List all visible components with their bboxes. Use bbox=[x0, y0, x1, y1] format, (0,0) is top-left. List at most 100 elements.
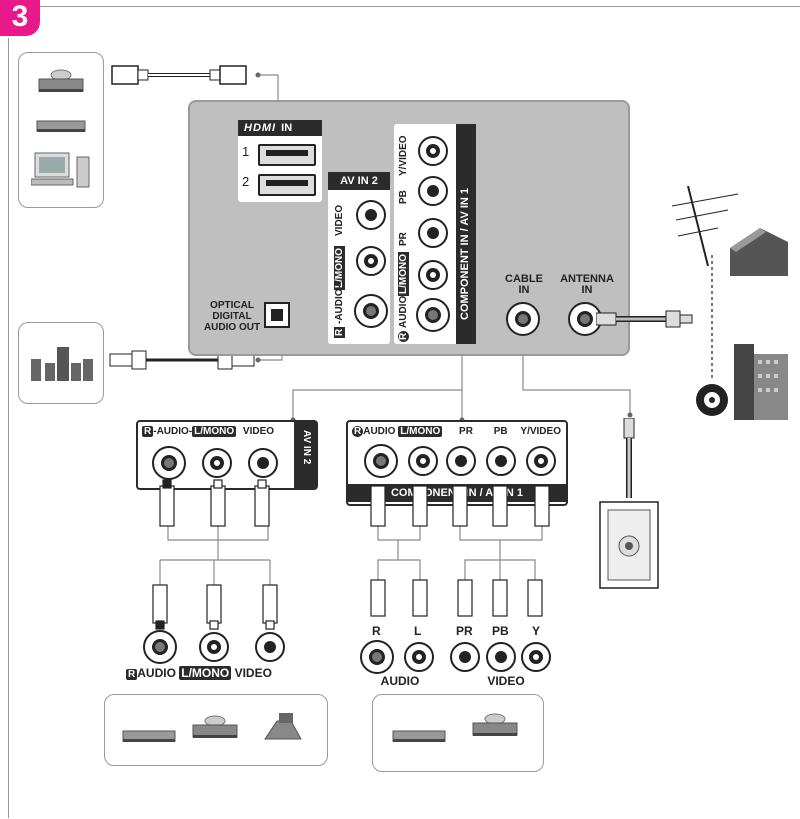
comp-device-l-jack[interactable] bbox=[404, 642, 434, 672]
camcorder-icon bbox=[264, 713, 302, 740]
comp-device-pr: PR bbox=[456, 624, 473, 638]
comp-device-top-labels: R L PR PB Y bbox=[362, 624, 562, 640]
av2-video-tag: VIDEO bbox=[242, 426, 275, 437]
comp-device-pb-jack[interactable] bbox=[486, 642, 516, 672]
av2-device-video-jack[interactable] bbox=[255, 632, 285, 662]
comp-device-audio-group: AUDIO bbox=[380, 674, 420, 688]
av2-breakout-header: R-AUDIO-L/MONO VIDEO bbox=[142, 426, 292, 437]
comp-yvideo-tag: Y/VIDEO bbox=[520, 426, 561, 437]
comp-device-r: R bbox=[372, 624, 381, 638]
vcr-icon bbox=[122, 730, 176, 742]
comp-pb-tag: PB bbox=[493, 426, 508, 437]
av2-audio-tag: -AUDIO- bbox=[153, 426, 193, 437]
av2-video-jack[interactable] bbox=[356, 200, 386, 230]
av2-breakout-panel: R-AUDIO-L/MONO VIDEO AV IN 2 bbox=[136, 420, 318, 490]
comp-r-tag: R bbox=[352, 426, 364, 437]
comp-lmono-tag: L/MONO bbox=[398, 426, 443, 437]
av2-audio-r-jack[interactable] bbox=[354, 294, 388, 328]
antenna-house-icon bbox=[671, 186, 788, 276]
hdmi-cable-icon bbox=[111, 65, 247, 85]
av2-device-lmono-tag: L/MONO bbox=[179, 666, 232, 680]
wall-outlet-icon bbox=[599, 418, 659, 589]
optical-port[interactable] bbox=[264, 302, 290, 328]
optical-label: OPTICAL DIGITAL AUDIO OUT bbox=[194, 300, 270, 333]
hdmi-source-devices bbox=[18, 52, 104, 208]
building-icon bbox=[696, 344, 788, 420]
av2-device-l-jack[interactable] bbox=[199, 632, 229, 662]
optical-label-3: AUDIO OUT bbox=[203, 322, 261, 333]
comp-breakout-pr-jack[interactable] bbox=[446, 446, 476, 476]
component-title-bar bbox=[456, 124, 476, 344]
av2-device-video: VIDEO bbox=[234, 666, 272, 680]
av2-lmono-tag: L/MONO bbox=[192, 426, 237, 437]
av-in-2-title: AV IN 2 bbox=[328, 172, 390, 190]
component-audio-l-jack[interactable] bbox=[418, 260, 448, 290]
antenna-in-label-1: ANTENNA bbox=[560, 273, 614, 285]
cable-in-label-1: CABLE bbox=[505, 273, 543, 285]
antenna-cable-icon bbox=[596, 310, 693, 328]
antenna-in-jack[interactable] bbox=[568, 302, 602, 336]
step-marker: 3 bbox=[0, 0, 40, 36]
comp-pr-tag: PR bbox=[459, 426, 473, 437]
component-pr-jack[interactable] bbox=[418, 218, 448, 248]
component-block: COMPONENT IN / AV IN 1 Y/VIDEO PB PR L/M… bbox=[394, 124, 476, 344]
av2-breakout-l-jack[interactable] bbox=[202, 448, 232, 478]
component-pb-jack[interactable] bbox=[418, 176, 448, 206]
antenna-in-label: ANTENNA IN bbox=[558, 274, 616, 296]
top-rule bbox=[40, 6, 800, 7]
comp-device-r-jack[interactable] bbox=[360, 640, 394, 674]
comp-device-y: Y bbox=[532, 624, 541, 638]
hdmi-logo: HDMI bbox=[244, 122, 277, 134]
comp-device-pr-jack[interactable] bbox=[450, 642, 480, 672]
audio-system-device bbox=[18, 322, 104, 404]
comp-device-l: L bbox=[414, 624, 422, 638]
hdmi-header: HDMI IN bbox=[238, 120, 322, 136]
component-audio-r-jack[interactable] bbox=[416, 298, 450, 332]
av2-breakout-r-jack[interactable] bbox=[152, 446, 186, 480]
cable-in-label: CABLE IN bbox=[498, 274, 550, 296]
hdmi-port-1[interactable] bbox=[258, 144, 316, 166]
av2-device-audio: AUDIO bbox=[137, 666, 176, 680]
av2-device-r-tag: R bbox=[126, 669, 138, 680]
tv-back-panel: HDMI IN 1 2 OPTICAL DIGITAL AUDIO OUT AV… bbox=[188, 100, 630, 356]
dvd-player-icon bbox=[38, 69, 84, 92]
comp-breakout-pb-jack[interactable] bbox=[486, 446, 516, 476]
av2-breakout-video-jack[interactable] bbox=[248, 448, 278, 478]
optical-label-1: OPTICAL bbox=[210, 300, 254, 311]
hdmi-port-2[interactable] bbox=[258, 174, 316, 196]
comp-breakout-l-jack[interactable] bbox=[408, 446, 438, 476]
hdmi-block: HDMI IN 1 2 bbox=[238, 120, 322, 202]
av-in-2-block: AV IN 2 VIDEO L/MONO -AUDIO- R bbox=[328, 172, 390, 344]
av2-source-devices bbox=[104, 694, 328, 766]
hdmi-port-1-label: 1 bbox=[242, 144, 250, 159]
dvd-player-icon bbox=[472, 713, 518, 736]
pc-icon bbox=[31, 152, 90, 188]
hdmi-in-label: IN bbox=[281, 122, 293, 134]
component-source-devices bbox=[372, 694, 544, 772]
cable-in-label-2: IN bbox=[518, 284, 530, 296]
comp-device-y-jack[interactable] bbox=[521, 642, 551, 672]
comp-breakout-r-jack[interactable] bbox=[364, 444, 398, 478]
comp-breakout-y-jack[interactable] bbox=[526, 446, 556, 476]
sidebar-rule bbox=[8, 38, 9, 818]
hdmi-port-2-label: 2 bbox=[242, 174, 250, 189]
vcr-icon bbox=[392, 730, 446, 742]
av2-side-bar bbox=[294, 422, 316, 488]
set-top-box-icon bbox=[36, 120, 86, 132]
cable-in-jack[interactable] bbox=[506, 302, 540, 336]
av2-audio-l-jack[interactable] bbox=[356, 246, 386, 276]
comp-audio-tag: AUDIO bbox=[363, 426, 396, 437]
dvd-player-icon bbox=[192, 715, 238, 738]
step-number: 3 bbox=[11, 0, 29, 33]
speaker-system-icon bbox=[31, 347, 93, 381]
av2-device-r-jack[interactable] bbox=[143, 630, 177, 664]
comp-device-video-group: VIDEO bbox=[487, 674, 525, 688]
component-y-jack[interactable] bbox=[418, 136, 448, 166]
av2-r-tag: R bbox=[142, 426, 154, 437]
antenna-in-label-2: IN bbox=[581, 284, 593, 296]
optical-label-2: DIGITAL bbox=[212, 311, 252, 322]
